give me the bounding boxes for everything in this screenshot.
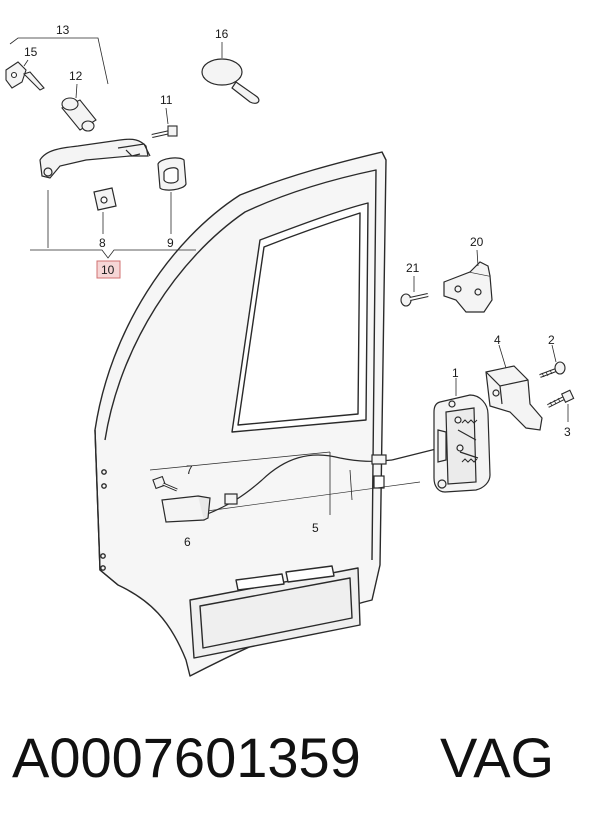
outer-door-handle bbox=[39, 138, 151, 179]
screw-3 bbox=[547, 389, 575, 408]
lock-cylinder bbox=[61, 97, 97, 132]
callout-3: 3 bbox=[564, 425, 571, 439]
key bbox=[5, 61, 45, 91]
door-lock bbox=[433, 394, 491, 493]
callout-11: 11 bbox=[160, 93, 173, 107]
gasket-large bbox=[157, 157, 187, 191]
striker-bracket bbox=[485, 365, 543, 431]
callout-2: 2 bbox=[548, 333, 555, 347]
gasket-small bbox=[93, 187, 117, 211]
release-cable bbox=[204, 447, 441, 516]
round-cap bbox=[201, 58, 260, 104]
callout-10: 10 bbox=[101, 263, 115, 277]
screw-21 bbox=[400, 293, 429, 307]
exploded-parts-diagram: 1 2 3 4 5 6 7 8 9 10 11 12 13 15 16 20 2… bbox=[5, 23, 575, 677]
callout-13: 13 bbox=[56, 23, 70, 37]
screw-2 bbox=[539, 361, 566, 378]
inner-handle-bracket bbox=[161, 495, 211, 523]
callout-21: 21 bbox=[406, 261, 420, 275]
callout-6: 6 bbox=[184, 535, 191, 549]
callout-4: 4 bbox=[494, 333, 501, 347]
callout-9: 9 bbox=[167, 236, 174, 250]
callout-8: 8 bbox=[99, 236, 106, 250]
callout-10-highlight bbox=[96, 260, 121, 279]
door-panel bbox=[94, 151, 387, 677]
bolt-7 bbox=[152, 475, 178, 492]
callout-5: 5 bbox=[312, 521, 319, 535]
callout-1: 1 bbox=[452, 366, 459, 380]
callout-15: 15 bbox=[24, 45, 38, 59]
callout-16: 16 bbox=[215, 27, 229, 41]
hinge-bracket bbox=[443, 261, 493, 313]
brand-label: VAG bbox=[440, 726, 555, 789]
part-number: A0007601359 bbox=[12, 726, 361, 789]
callout-12: 12 bbox=[69, 69, 83, 83]
screw-11 bbox=[151, 125, 178, 138]
callout-20: 20 bbox=[470, 235, 484, 249]
callout-7: 7 bbox=[186, 463, 193, 477]
